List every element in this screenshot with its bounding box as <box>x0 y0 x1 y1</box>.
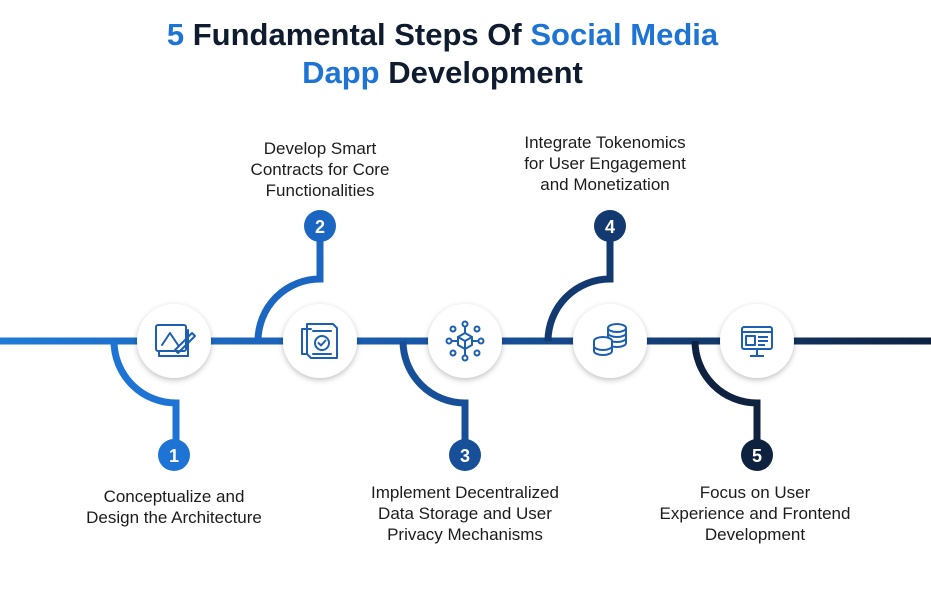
step-1-badge: 1 <box>158 439 190 471</box>
step-3-number: 3 <box>460 446 470 466</box>
token-coins-stack-icon <box>593 323 627 356</box>
step-1-node <box>137 304 211 378</box>
step-5-number: 5 <box>752 446 762 466</box>
step-1-label-line: Conceptualize and <box>103 487 245 506</box>
blueprint-drafting-icon <box>155 324 196 357</box>
step-2-label: Develop Smart Contracts for Core Functio… <box>200 138 440 201</box>
step-3-badge: 3 <box>449 439 481 471</box>
connector-step-5 <box>691 340 761 455</box>
step-1-label-line: Design the Architecture <box>86 508 262 527</box>
monitor-frontend-icon <box>741 326 773 357</box>
step-4-label: Integrate Tokenomics for User Engagement… <box>485 132 725 195</box>
step-5-label: Focus on User Experience and Frontend De… <box>625 482 885 545</box>
step-2-label-line: Functionalities <box>265 181 375 200</box>
title-part-2: Development <box>388 55 583 90</box>
step-2-badge: 2 <box>304 210 336 242</box>
step-3-node <box>428 304 502 378</box>
step-2-label-line: Develop Smart <box>263 139 377 158</box>
title-part-1: Fundamental Steps Of <box>192 17 522 52</box>
page-title: 5 Fundamental Steps Of Social Media Dapp… <box>0 16 885 92</box>
step-4-label-line: Integrate Tokenomics <box>524 133 686 152</box>
title-number: 5 <box>166 17 185 52</box>
decentralized-network-cube-icon <box>445 320 485 362</box>
step-3-label: Implement Decentralized Data Storage and… <box>335 482 595 545</box>
step-4-label-line: and Monetization <box>540 175 670 194</box>
step-3-label-line: Implement Decentralized <box>370 483 560 502</box>
step-2-label-line: Contracts for Core <box>250 160 390 179</box>
connector-step-2 <box>254 226 324 342</box>
title-highlight-2: Dapp <box>302 55 380 90</box>
step-5-badge: 5 <box>741 439 773 471</box>
title-highlight-1: Social Media <box>530 17 719 52</box>
step-4-badge: 4 <box>594 210 626 242</box>
connector-step-3 <box>399 340 469 455</box>
step-2-node <box>283 304 357 378</box>
title-line-1: 5 Fundamental Steps Of Social Media <box>0 16 885 54</box>
step-5-label-line: Development <box>704 525 806 544</box>
step-3-label-line: Data Storage and User <box>378 504 552 523</box>
step-4-number: 4 <box>605 217 615 237</box>
step-1-number: 1 <box>169 446 179 466</box>
step-5-label-line: Focus on User <box>699 483 811 502</box>
step-5-label-line: Experience and Frontend <box>659 504 851 523</box>
step-1-label: Conceptualize and Design the Architectur… <box>54 486 294 528</box>
step-3-label-line: Privacy Mechanisms <box>387 525 543 544</box>
title-line-2: Dapp Development <box>0 54 885 92</box>
step-4-label-line: for User Engagement <box>524 154 686 173</box>
smart-contract-scroll-icon <box>301 323 338 359</box>
step-4-node <box>573 304 647 378</box>
connector-step-4 <box>544 226 614 342</box>
connector-step-1 <box>110 340 180 455</box>
step-5-node <box>720 304 794 378</box>
step-2-number: 2 <box>315 217 325 237</box>
